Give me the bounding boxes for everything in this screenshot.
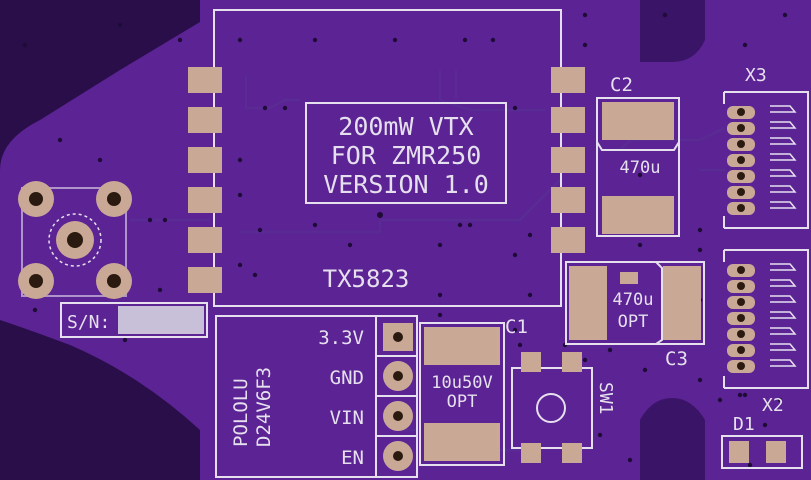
module-title-line-3: VERSION 1.0 xyxy=(323,170,489,199)
c3-pad-left xyxy=(569,266,607,340)
c3-value-line-1: 470u xyxy=(613,290,654,310)
serial-number-box xyxy=(60,302,208,338)
sw1-ref: SW1 xyxy=(595,382,616,415)
serial-number-field xyxy=(118,306,204,334)
c1-value-line-1: 10u50V xyxy=(431,373,492,393)
c3-value-line-2: OPT xyxy=(618,312,649,332)
module-part-label: TX5823 xyxy=(323,265,410,293)
sma-connector-footprint xyxy=(18,181,132,299)
x3-connector xyxy=(723,91,809,229)
board-edge-cut-right-top xyxy=(640,0,705,62)
c2-outline xyxy=(596,97,680,237)
pin-label-gnd: GND xyxy=(330,367,364,389)
pin-label-en: EN xyxy=(341,447,364,469)
regulator-name-line-1: POLOLU xyxy=(230,378,252,447)
module-title-line-2: FOR ZMR250 xyxy=(331,141,482,170)
x2-connector xyxy=(723,249,809,389)
c2-pad-bottom xyxy=(602,196,674,234)
c2-value: 470u xyxy=(620,158,661,178)
c1-ref: C1 xyxy=(505,316,528,338)
c3-ref: C3 xyxy=(665,348,688,370)
c1-pad-top xyxy=(424,327,500,365)
c1-pad-bottom xyxy=(424,423,500,461)
c1-outline xyxy=(419,322,505,466)
x2-ref: X2 xyxy=(762,395,784,416)
c1-value-line-2: OPT xyxy=(447,392,478,412)
c3-outline xyxy=(565,261,705,345)
d1-footprint xyxy=(721,435,803,469)
sw1-footprint xyxy=(511,352,593,463)
c3-pad-right xyxy=(663,266,701,340)
pin-label-vin: VIN xyxy=(330,407,364,429)
board-edge-cut-right-bottom xyxy=(640,398,705,480)
pin-label-3v3: 3.3V xyxy=(318,327,364,349)
serial-number-label: S/N: xyxy=(67,312,110,333)
regulator-name-line-2: D24V6F3 xyxy=(253,367,275,447)
copper-traces xyxy=(130,70,726,452)
module-pads-right xyxy=(551,67,585,253)
module-pads-left xyxy=(188,67,222,293)
module-title-box xyxy=(305,102,507,204)
c2-pad-top xyxy=(602,102,674,140)
c2-ref: C2 xyxy=(610,74,633,96)
regulator-pins xyxy=(383,323,413,471)
module-title-line-1: 200mW VTX xyxy=(338,112,473,141)
x3-ref: X3 xyxy=(745,65,767,86)
d1-ref: D1 xyxy=(733,414,755,435)
